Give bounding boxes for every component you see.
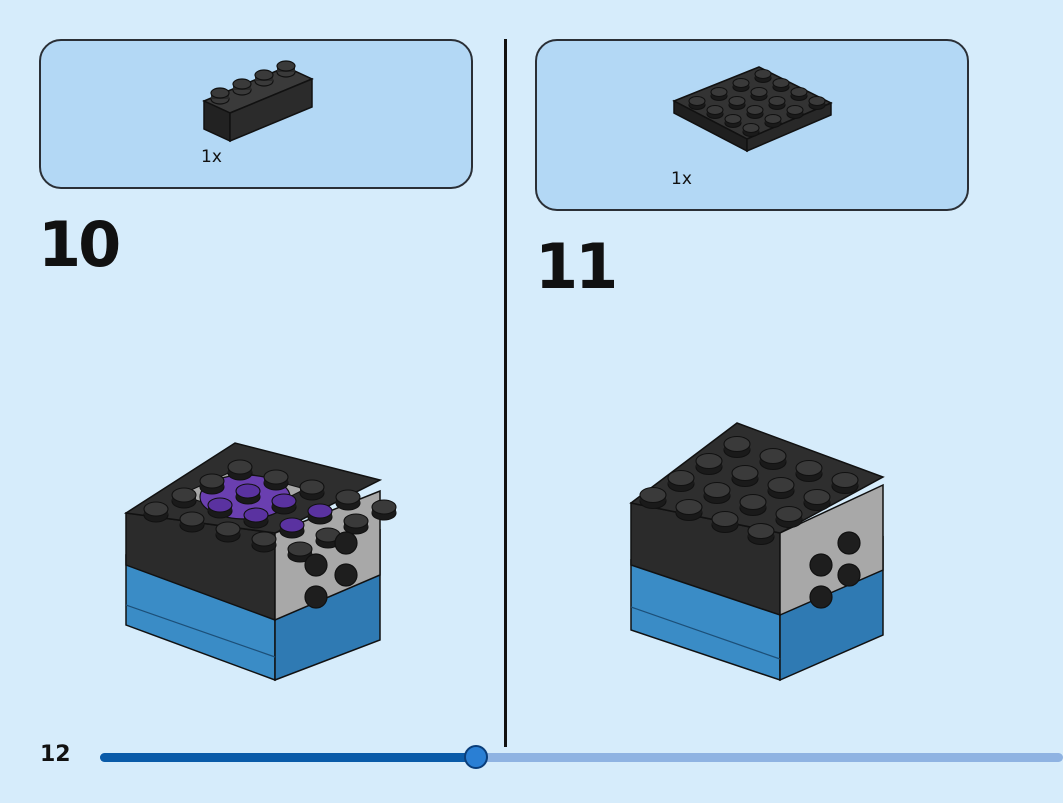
stud (764, 113, 782, 129)
stud (731, 464, 759, 488)
stud (335, 489, 361, 511)
step-number: 11 (535, 230, 618, 303)
page-number: 12 (40, 742, 71, 767)
stud (768, 95, 786, 111)
stud (746, 104, 764, 120)
stud (728, 95, 746, 111)
stud (235, 483, 261, 505)
stud (724, 113, 742, 129)
stud (772, 77, 790, 93)
stud (287, 541, 313, 563)
stud (639, 486, 667, 510)
stud (371, 499, 397, 521)
stud (723, 435, 751, 459)
stud (711, 510, 739, 534)
stud (706, 104, 724, 120)
stud (742, 122, 760, 138)
stud (775, 505, 803, 529)
stud (803, 488, 831, 512)
stud (675, 498, 703, 522)
stud (703, 481, 731, 505)
stud (710, 86, 728, 102)
stud (227, 459, 253, 481)
step-divider (504, 39, 507, 747)
stud (831, 471, 859, 495)
stud (754, 68, 772, 84)
parts-callout-step-10: 1x (39, 39, 473, 189)
stud (179, 511, 205, 533)
stud (767, 476, 795, 500)
stud (739, 493, 767, 517)
stud (695, 452, 723, 476)
stud (263, 469, 289, 491)
stud (199, 473, 225, 495)
stud (207, 497, 233, 519)
page-progress-bar (100, 745, 1063, 769)
model-step-11-illustration (629, 422, 885, 682)
stud (732, 77, 750, 93)
stud (343, 513, 369, 535)
stud (667, 469, 695, 493)
stud (171, 487, 197, 509)
progress-fill (100, 753, 476, 762)
stud (215, 521, 241, 543)
stud (271, 493, 297, 515)
stud (747, 522, 775, 546)
stud (243, 507, 269, 529)
part-quantity: 1x (201, 147, 222, 167)
part-quantity: 1x (671, 169, 692, 189)
black-plate-4x4-icon (672, 66, 833, 153)
stud (299, 479, 325, 501)
stud (795, 459, 823, 483)
parts-callout-step-11: 1x (535, 39, 969, 211)
black-brick-1x4-icon (202, 60, 314, 143)
stud (790, 86, 808, 102)
stud (251, 531, 277, 553)
stud (143, 501, 169, 523)
step-number: 10 (38, 208, 121, 281)
stud (808, 95, 826, 111)
stud (759, 447, 787, 471)
progress-knob[interactable] (463, 745, 488, 769)
stud (688, 95, 706, 111)
stud (279, 517, 305, 539)
stud (307, 503, 333, 525)
stud (786, 104, 804, 120)
stud (750, 86, 768, 102)
model-step-10-illustration (123, 442, 397, 682)
